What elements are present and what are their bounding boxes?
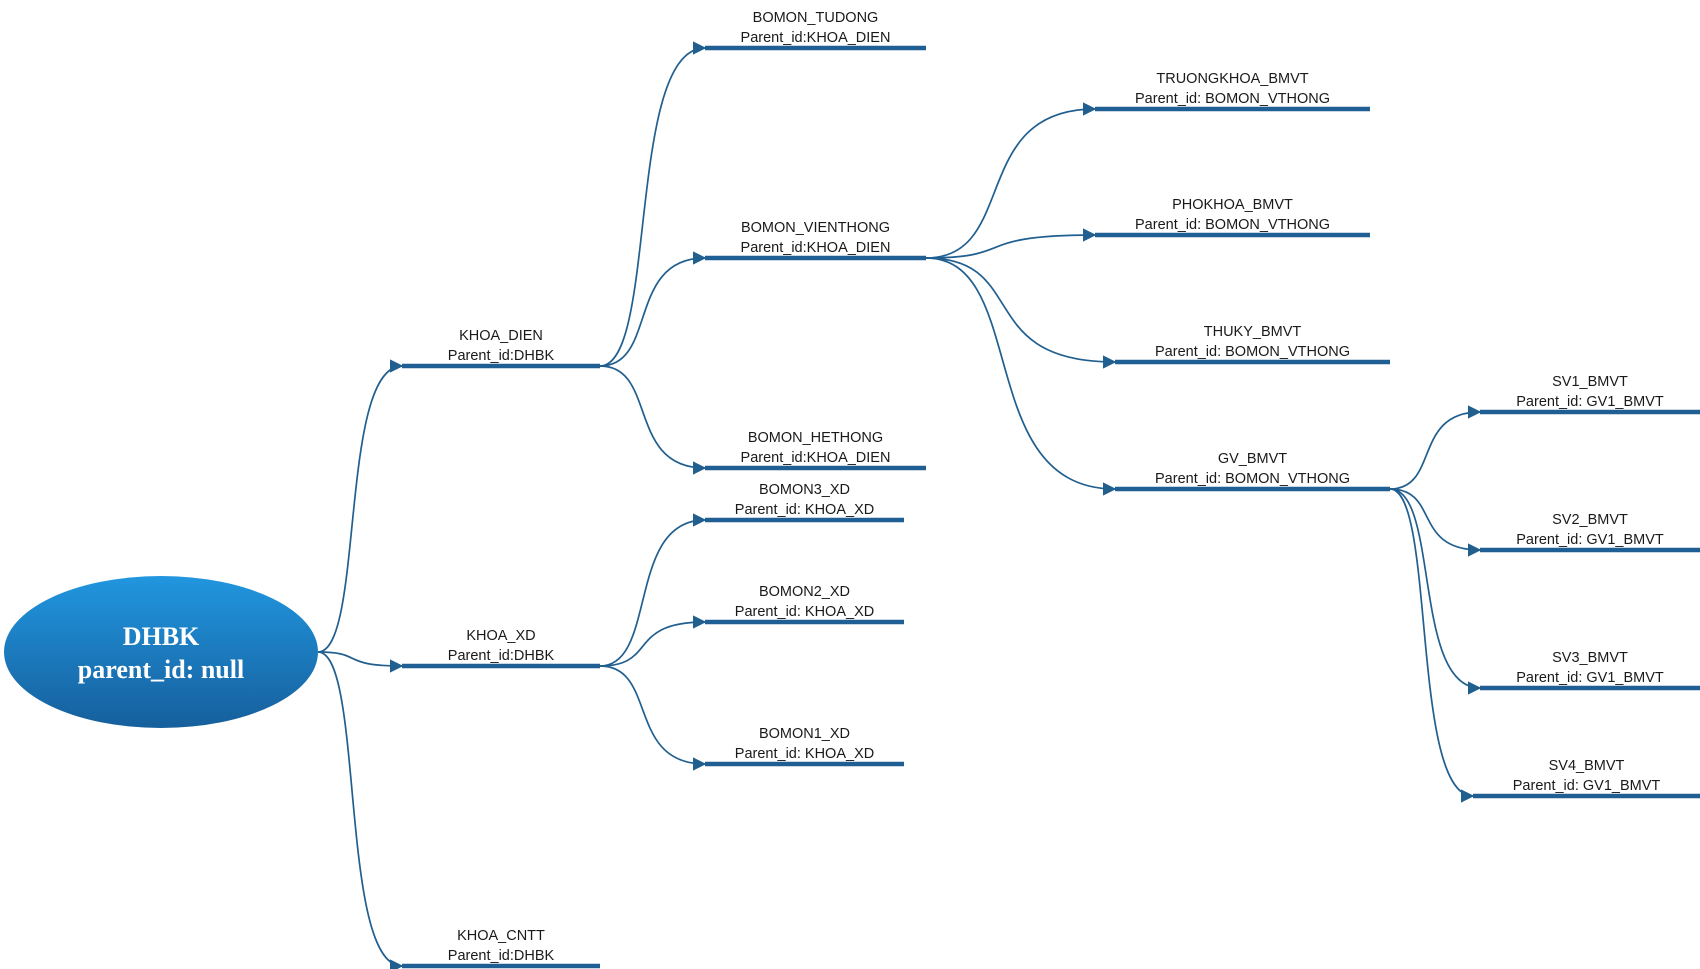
edge-bomon-vienthong xyxy=(599,251,707,367)
root-parent-label: parent_id: null xyxy=(78,655,244,684)
node-bomon2-xd[interactable]: BOMON2_XD Parent_id: KHOA_XD xyxy=(705,584,904,625)
node-parent-label: Parent_id:KHOA_DIEN xyxy=(741,450,891,466)
node-parent-label: Parent_id:KHOA_DIEN xyxy=(741,240,891,256)
edge-khoa-dien xyxy=(317,359,404,653)
edge-sv1-bmvt xyxy=(1389,405,1482,490)
node-phokhoa-bmvt[interactable]: PHOKHOA_BMVT Parent_id: BOMON_VTHONG xyxy=(1095,197,1370,238)
node-thuky-bmvt[interactable]: THUKY_BMVT Parent_id: BOMON_VTHONG xyxy=(1115,324,1390,365)
node-sv4-bmvt[interactable]: SV4_BMVT Parent_id: GV1_BMVT xyxy=(1473,758,1700,799)
node-parent-label: Parent_id:DHBK xyxy=(448,648,555,664)
nodes-layer: KHOA_DIEN Parent_id:DHBK KHOA_XD Parent_id:… xyxy=(402,10,1700,969)
node-name: BOMON3_XD xyxy=(759,482,850,498)
node-parent-label: Parent_id:DHBK xyxy=(448,948,555,964)
edge-sv4-bmvt xyxy=(1389,488,1475,803)
node-name: KHOA_XD xyxy=(466,628,535,644)
node-parent-label: Parent_id:KHOA_DIEN xyxy=(741,30,891,46)
node-khoa-xd[interactable]: KHOA_XD Parent_id:DHBK xyxy=(402,628,600,669)
node-name: BOMON_HETHONG xyxy=(748,430,883,446)
node-sv3-bmvt[interactable]: SV3_BMVT Parent_id: GV1_BMVT xyxy=(1480,650,1700,691)
root-ellipse xyxy=(4,576,318,728)
edge-phokhoa-bmvt xyxy=(925,228,1097,259)
root-title: DHBK xyxy=(123,622,200,651)
node-name: KHOA_DIEN xyxy=(459,328,543,344)
edge-gv-bmvt xyxy=(925,257,1117,496)
node-name: SV3_BMVT xyxy=(1552,650,1628,666)
node-name: BOMON1_XD xyxy=(759,726,850,742)
node-name: KHOA_CNTT xyxy=(457,928,545,944)
node-parent-label: Parent_id: BOMON_VTHONG xyxy=(1135,217,1330,233)
node-parent-label: Parent_id: KHOA_XD xyxy=(735,502,874,518)
node-name: BOMON_VIENTHONG xyxy=(741,220,890,236)
node-name: TRUONGKHOA_BMVT xyxy=(1156,71,1308,87)
node-parent-label: Parent_id: GV1_BMVT xyxy=(1513,778,1661,794)
node-sv1-bmvt[interactable]: SV1_BMVT Parent_id: GV1_BMVT xyxy=(1480,374,1700,415)
node-name: THUKY_BMVT xyxy=(1204,324,1302,340)
node-parent-label: Parent_id: KHOA_XD xyxy=(735,746,874,762)
root-node[interactable]: DHBK parent_id: null xyxy=(4,576,318,728)
node-parent-label: Parent_id: KHOA_XD xyxy=(735,604,874,620)
node-name: SV2_BMVT xyxy=(1552,512,1628,528)
node-name: SV1_BMVT xyxy=(1552,374,1628,390)
node-name: BOMON_TUDONG xyxy=(753,10,879,26)
edge-truongkhoa-bmvt xyxy=(925,102,1097,259)
edge-bomon-hethong xyxy=(599,365,707,475)
node-parent-label: Parent_id: BOMON_VTHONG xyxy=(1135,91,1330,107)
node-gv-bmvt[interactable]: GV_BMVT Parent_id: BOMON_VTHONG xyxy=(1115,451,1390,492)
node-parent-label: Parent_id:DHBK xyxy=(448,348,555,364)
node-bomon1-xd[interactable]: BOMON1_XD Parent_id: KHOA_XD xyxy=(705,726,904,767)
node-name: BOMON2_XD xyxy=(759,584,850,600)
node-bomon-hethong[interactable]: BOMON_HETHONG Parent_id:KHOA_DIEN xyxy=(705,430,926,471)
edge-thuky-bmvt xyxy=(925,257,1117,369)
node-parent-label: Parent_id: BOMON_VTHONG xyxy=(1155,344,1350,360)
edge-bomon2-xd xyxy=(599,615,707,667)
node-khoa-cntt[interactable]: KHOA_CNTT Parent_id:DHBK xyxy=(402,928,600,969)
node-name: SV4_BMVT xyxy=(1549,758,1625,774)
edge-bomon-tudong xyxy=(599,41,707,367)
node-parent-label: Parent_id: BOMON_VTHONG xyxy=(1155,471,1350,487)
node-sv2-bmvt[interactable]: SV2_BMVT Parent_id: GV1_BMVT xyxy=(1480,512,1700,553)
edge-sv3-bmvt xyxy=(1389,488,1482,695)
node-bomon3-xd[interactable]: BOMON3_XD Parent_id: KHOA_XD xyxy=(705,482,904,523)
node-truongkhoa-bmvt[interactable]: TRUONGKHOA_BMVT Parent_id: BOMON_VTHONG xyxy=(1095,71,1370,112)
edge-khoa-xd xyxy=(317,651,404,673)
edge-bomon1-xd xyxy=(599,665,707,771)
node-bomon-vienthong[interactable]: BOMON_VIENTHONG Parent_id:KHOA_DIEN xyxy=(705,220,926,261)
edge-bomon3-xd xyxy=(599,513,707,667)
node-parent-label: Parent_id: GV1_BMVT xyxy=(1516,532,1664,548)
node-bomon-tudong[interactable]: BOMON_TUDONG Parent_id:KHOA_DIEN xyxy=(705,10,926,51)
edge-khoa-cntt xyxy=(317,651,404,969)
node-parent-label: Parent_id: GV1_BMVT xyxy=(1516,394,1664,410)
node-name: PHOKHOA_BMVT xyxy=(1172,197,1293,213)
edge-sv2-bmvt xyxy=(1389,488,1482,557)
edges-layer xyxy=(317,41,1482,969)
node-name: GV_BMVT xyxy=(1218,451,1287,467)
node-khoa-dien[interactable]: KHOA_DIEN Parent_id:DHBK xyxy=(402,328,600,369)
node-parent-label: Parent_id: GV1_BMVT xyxy=(1516,670,1664,686)
